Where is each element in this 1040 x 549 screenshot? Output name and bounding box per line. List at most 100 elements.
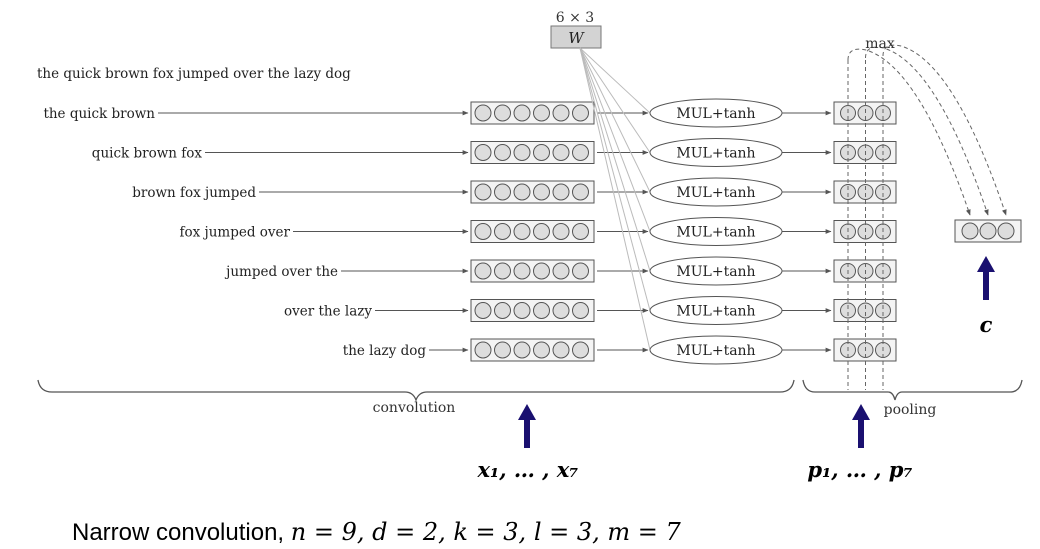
vector-unit bbox=[474, 223, 492, 240]
vector-unit bbox=[552, 183, 570, 201]
vector-unit bbox=[572, 223, 589, 240]
arrow-x-icon bbox=[518, 404, 536, 448]
conv-row: brown fox jumped MUL+tanh bbox=[132, 47, 897, 207]
op-label: MUL+tanh bbox=[676, 185, 755, 201]
window-text: quick brown fox bbox=[92, 146, 203, 162]
weight-link bbox=[579, 47, 651, 272]
vector-unit bbox=[513, 144, 531, 161]
vector-unit bbox=[474, 104, 492, 122]
p-unit bbox=[875, 302, 891, 319]
vector-unit bbox=[552, 144, 570, 161]
vector-unit bbox=[572, 302, 589, 319]
window-text: jumped over the bbox=[224, 264, 338, 280]
conv-row: jumped over the MUL+tanh bbox=[224, 47, 897, 286]
vector-unit bbox=[533, 223, 550, 240]
p-unit bbox=[840, 184, 856, 200]
vector-unit bbox=[513, 223, 531, 240]
max-arc bbox=[865, 46, 989, 216]
window-text: the lazy dog bbox=[343, 343, 427, 359]
op-label: MUL+tanh bbox=[676, 225, 755, 241]
conv-row: over the lazy MUL+tanh bbox=[284, 47, 897, 325]
op-label: MUL+tanh bbox=[676, 304, 755, 320]
vector-unit bbox=[533, 144, 550, 161]
vector-unit bbox=[572, 262, 589, 280]
vector-unit bbox=[474, 183, 492, 201]
weight-link bbox=[579, 47, 651, 193]
convolution-brace bbox=[37, 379, 795, 402]
vector-unit bbox=[474, 144, 492, 161]
window-text: the quick brown bbox=[43, 106, 155, 122]
p-unit bbox=[875, 184, 891, 200]
window-text: brown fox jumped bbox=[132, 185, 256, 201]
vector-unit bbox=[572, 183, 589, 201]
max-arc bbox=[847, 48, 971, 216]
window-text: over the lazy bbox=[284, 304, 372, 320]
op-label: MUL+tanh bbox=[676, 146, 755, 162]
vector-unit bbox=[552, 104, 570, 122]
weight-link bbox=[579, 47, 651, 232]
pooling-label: pooling bbox=[884, 402, 937, 418]
x-sequence-label: x₁, … , x₇ bbox=[477, 457, 579, 482]
conv-row: quick brown fox MUL+tanh bbox=[92, 47, 897, 167]
vector-unit bbox=[552, 223, 570, 240]
vector-unit bbox=[552, 341, 570, 359]
arrow-p-icon bbox=[852, 404, 870, 448]
window-text: fox jumped over bbox=[180, 225, 291, 241]
output-unit bbox=[997, 222, 1015, 240]
p-unit bbox=[857, 184, 874, 200]
vector-unit bbox=[533, 262, 550, 280]
vector-unit bbox=[494, 302, 511, 319]
max-label: max bbox=[865, 36, 895, 52]
vector-unit bbox=[474, 302, 492, 319]
p-unit bbox=[840, 302, 856, 319]
vector-unit bbox=[533, 104, 550, 122]
vector-unit bbox=[513, 183, 531, 201]
vector-unit bbox=[494, 104, 511, 122]
vector-unit bbox=[494, 262, 511, 280]
vector-unit bbox=[572, 144, 589, 161]
op-label: MUL+tanh bbox=[676, 106, 755, 122]
vector-unit bbox=[494, 144, 511, 161]
weight-dims-label: 6 × 3 bbox=[556, 10, 594, 26]
pooling-max-lines bbox=[847, 44, 1007, 390]
vector-unit bbox=[494, 341, 511, 359]
weight-link bbox=[579, 47, 651, 114]
op-label: MUL+tanh bbox=[676, 343, 755, 359]
vector-unit bbox=[572, 104, 589, 122]
max-arc bbox=[882, 44, 1007, 216]
convolution-label: convolution bbox=[373, 400, 456, 416]
weight-label: W bbox=[568, 29, 585, 47]
p-unit bbox=[857, 302, 874, 319]
sentence-text: the quick brown fox jumped over the lazy… bbox=[37, 66, 351, 82]
pooling-brace bbox=[802, 379, 1023, 401]
op-label: MUL+tanh bbox=[676, 264, 755, 280]
vector-unit bbox=[474, 262, 492, 280]
vector-unit bbox=[494, 223, 511, 240]
conv-row: the lazy dog MUL+tanh bbox=[343, 47, 897, 365]
weight-link bbox=[579, 47, 651, 153]
vector-unit bbox=[572, 341, 589, 359]
vector-unit bbox=[533, 341, 550, 359]
caption-prefix: Narrow convolution, bbox=[72, 519, 291, 546]
vector-unit bbox=[494, 183, 511, 201]
weight-link bbox=[579, 47, 651, 351]
vector-unit bbox=[513, 104, 531, 122]
vector-unit bbox=[513, 341, 531, 359]
weight-link bbox=[579, 47, 651, 311]
vector-unit bbox=[533, 183, 550, 201]
vector-unit bbox=[533, 302, 550, 319]
vector-unit bbox=[552, 262, 570, 280]
caption: Narrow convolution, n = 9, d = 2, k = 3,… bbox=[72, 518, 682, 546]
output-unit bbox=[979, 222, 997, 240]
vector-unit bbox=[552, 302, 570, 319]
vector-unit bbox=[513, 262, 531, 280]
c-label: c bbox=[980, 312, 993, 337]
p-sequence-label: p₁, … , p₇ bbox=[807, 457, 912, 482]
weight-matrix-box bbox=[550, 25, 602, 49]
conv-row: the quick brown MUL+tanh bbox=[43, 47, 897, 128]
output-unit bbox=[961, 222, 979, 240]
caption-math: n = 9, d = 2, k = 3, l = 3, m = 7 bbox=[291, 518, 682, 546]
